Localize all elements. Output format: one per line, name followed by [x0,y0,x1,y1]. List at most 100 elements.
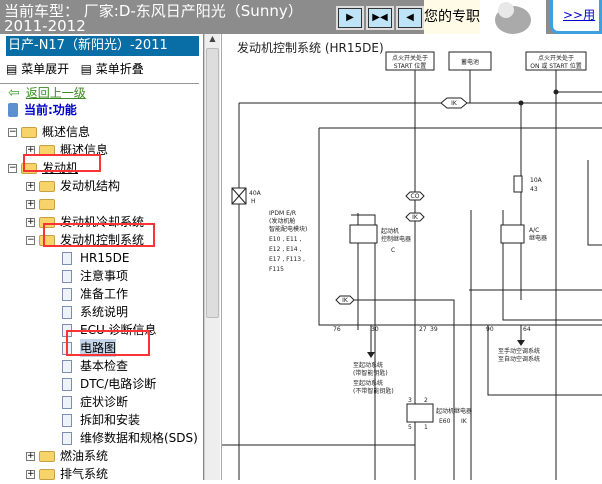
connector-c: C [391,247,395,254]
ipdm-label: 智能配电模块) [269,225,307,233]
folder-icon [21,126,37,138]
collapse-toggle-icon[interactable]: − [8,126,17,137]
ad-link[interactable]: >>用 [550,0,602,34]
tree-item[interactable]: DTC/电路诊断 [62,375,156,393]
connector-ik: IK [461,418,468,425]
connector-e60: E60 [439,418,451,425]
tree-item[interactable]: + 发动机冷却系统 [26,213,144,231]
tree-item-label: DTC/电路诊断 [80,377,157,391]
folder-icon [39,468,55,480]
expand-toggle-icon[interactable]: + [26,468,35,479]
tree-item-label: 发动机结构 [60,179,121,193]
sidebar-scrollbar[interactable]: ▲ [204,34,220,480]
pin-label: 64 [523,326,531,333]
to-start-label: (不带智能钥匙) [353,387,394,395]
highlight-box [43,223,155,247]
tree-item[interactable]: + 排气系统 [26,465,108,483]
connector-co: CO [411,193,420,200]
tree-item[interactable]: 基本检查 [62,357,128,375]
scroll-up-arrow-icon[interactable]: ▲ [209,34,216,43]
pin-label: 76 [333,326,341,333]
tree-item[interactable]: 注意事项 [62,267,128,285]
wiring-diagram: 发动机控制系统 (HR15DE) 点火开关处于 START 位置 蓄电池 点火开… [222,40,602,480]
document-icon [62,251,72,265]
tree-item-label: 燃油系统 [60,449,109,463]
diagram-pane: 发动机控制系统 (HR15DE) 点火开关处于 START 位置 蓄电池 点火开… [221,34,602,480]
tree-item-label: 发动机冷却系统 [60,215,145,229]
connector-ik: IK [342,297,349,304]
document-icon [62,287,72,301]
tree-item[interactable]: +概述信息 [26,141,108,159]
to-start-label: (带智能钥匙) [353,369,388,377]
folder-icon [39,198,55,210]
ad-mascot-image [480,0,546,34]
pin-label: 27 [419,326,427,333]
car-model-label: 当前车型： 厂家:D-东风日产阳光（Sunny）2011-2012 [4,4,303,34]
box-on-label: ON 或 START 位置 [530,62,581,70]
tree-item[interactable]: + 燃油系统 [26,447,108,465]
tree-item-label: 系统说明 [80,305,129,319]
tree-item[interactable]: + [26,195,60,213]
tree-item-label: 注意事项 [80,269,129,283]
ipdm-label: (发动机舱 [269,217,295,225]
box-start-label: 点火开关处于 [392,54,428,62]
folder-icon [21,162,37,174]
tree-item-label: 准备工作 [80,287,129,301]
relay-label: 起动机 [381,227,399,235]
box-start-label: START 位置 [394,62,426,70]
tree-item[interactable]: − 概述信息 [8,123,90,141]
tree-item[interactable]: 准备工作 [62,285,128,303]
collapse-toggle-icon[interactable]: − [26,234,35,245]
connector-ik: IK [451,100,458,107]
expand-toggle-icon[interactable]: + [26,450,35,461]
ipdm-label: E12 , E14 , [269,246,301,253]
tree-item[interactable]: 系统说明 [62,303,128,321]
tree-item[interactable]: 拆卸和安装 [62,411,140,429]
tree-item[interactable]: 维修数据和规格(SDS) [62,429,198,447]
current-label: 当前:功能 [24,103,77,117]
tree-item[interactable]: −发动机控制系统 [26,231,144,249]
ipdm-label: E10 , E11 , [269,236,301,243]
ipdm-label: F115 [269,266,284,273]
next-page-button[interactable]: ▶ [336,6,364,30]
highlight-box [66,330,150,356]
prev-page-button[interactable]: ◀ [396,6,424,30]
sidebar: 日产-N17（新阳光）-2011 ▤ 菜单展开 ▤ 菜单折叠 ⇦返回上一级 当前… [0,34,204,483]
tree-item[interactable]: HR15DE [62,249,129,267]
to-start-label: 至起动系统 [353,379,383,387]
document-icon [62,269,72,283]
document-icon [62,377,72,391]
document-icon [62,431,72,445]
current-location: 当前:功能 [8,101,77,118]
fit-page-button[interactable]: ▶◀ [366,6,394,30]
scrollbar-thumb[interactable] [206,48,219,318]
collapse-menu-button[interactable]: ▤ 菜单折叠 [80,62,144,76]
expand-toggle-icon[interactable]: + [26,180,35,191]
expand-toggle-icon[interactable]: + [26,216,35,227]
expand-toggle-icon[interactable]: + [26,198,35,209]
tree-item[interactable]: 症状诊断 [62,393,128,411]
tree-item-label: 概述信息 [42,125,91,139]
highlight-box [23,154,101,172]
expand-menu-button[interactable]: ▤ 菜单展开 [6,62,70,76]
diagram-title: 发动机控制系统 (HR15DE) [237,40,384,55]
collapse-toggle-icon[interactable]: − [8,162,17,173]
ac-relay-label: 继电器 [529,234,547,242]
folder-icon [39,180,55,192]
tree-item-label: 症状诊断 [80,395,129,409]
connector-ik: IK [412,214,419,221]
fuse-40a-id: H [251,198,256,205]
tree-item[interactable]: + 发动机结构 [26,177,120,195]
folder-icon [39,216,55,228]
document-icon [62,359,72,373]
back-link[interactable]: ⇦返回上一级 [8,84,86,101]
relay-pin: 2 [424,397,428,404]
collapse-label: 菜单折叠 [95,62,144,76]
tree-item-label: HR15DE [80,251,130,265]
tree-item-label: 排气系统 [60,467,109,481]
arrow-left-icon: ◀ [399,9,421,27]
arrow-right-icon: ▶ [339,9,361,27]
relay-label: 控制继电器 [381,235,411,243]
header-bar: 当前车型： 厂家:D-东风日产阳光（Sunny）2011-2012 ▶ ▶◀ ◀… [0,0,602,34]
box-battery-label: 蓄电池 [461,58,479,66]
